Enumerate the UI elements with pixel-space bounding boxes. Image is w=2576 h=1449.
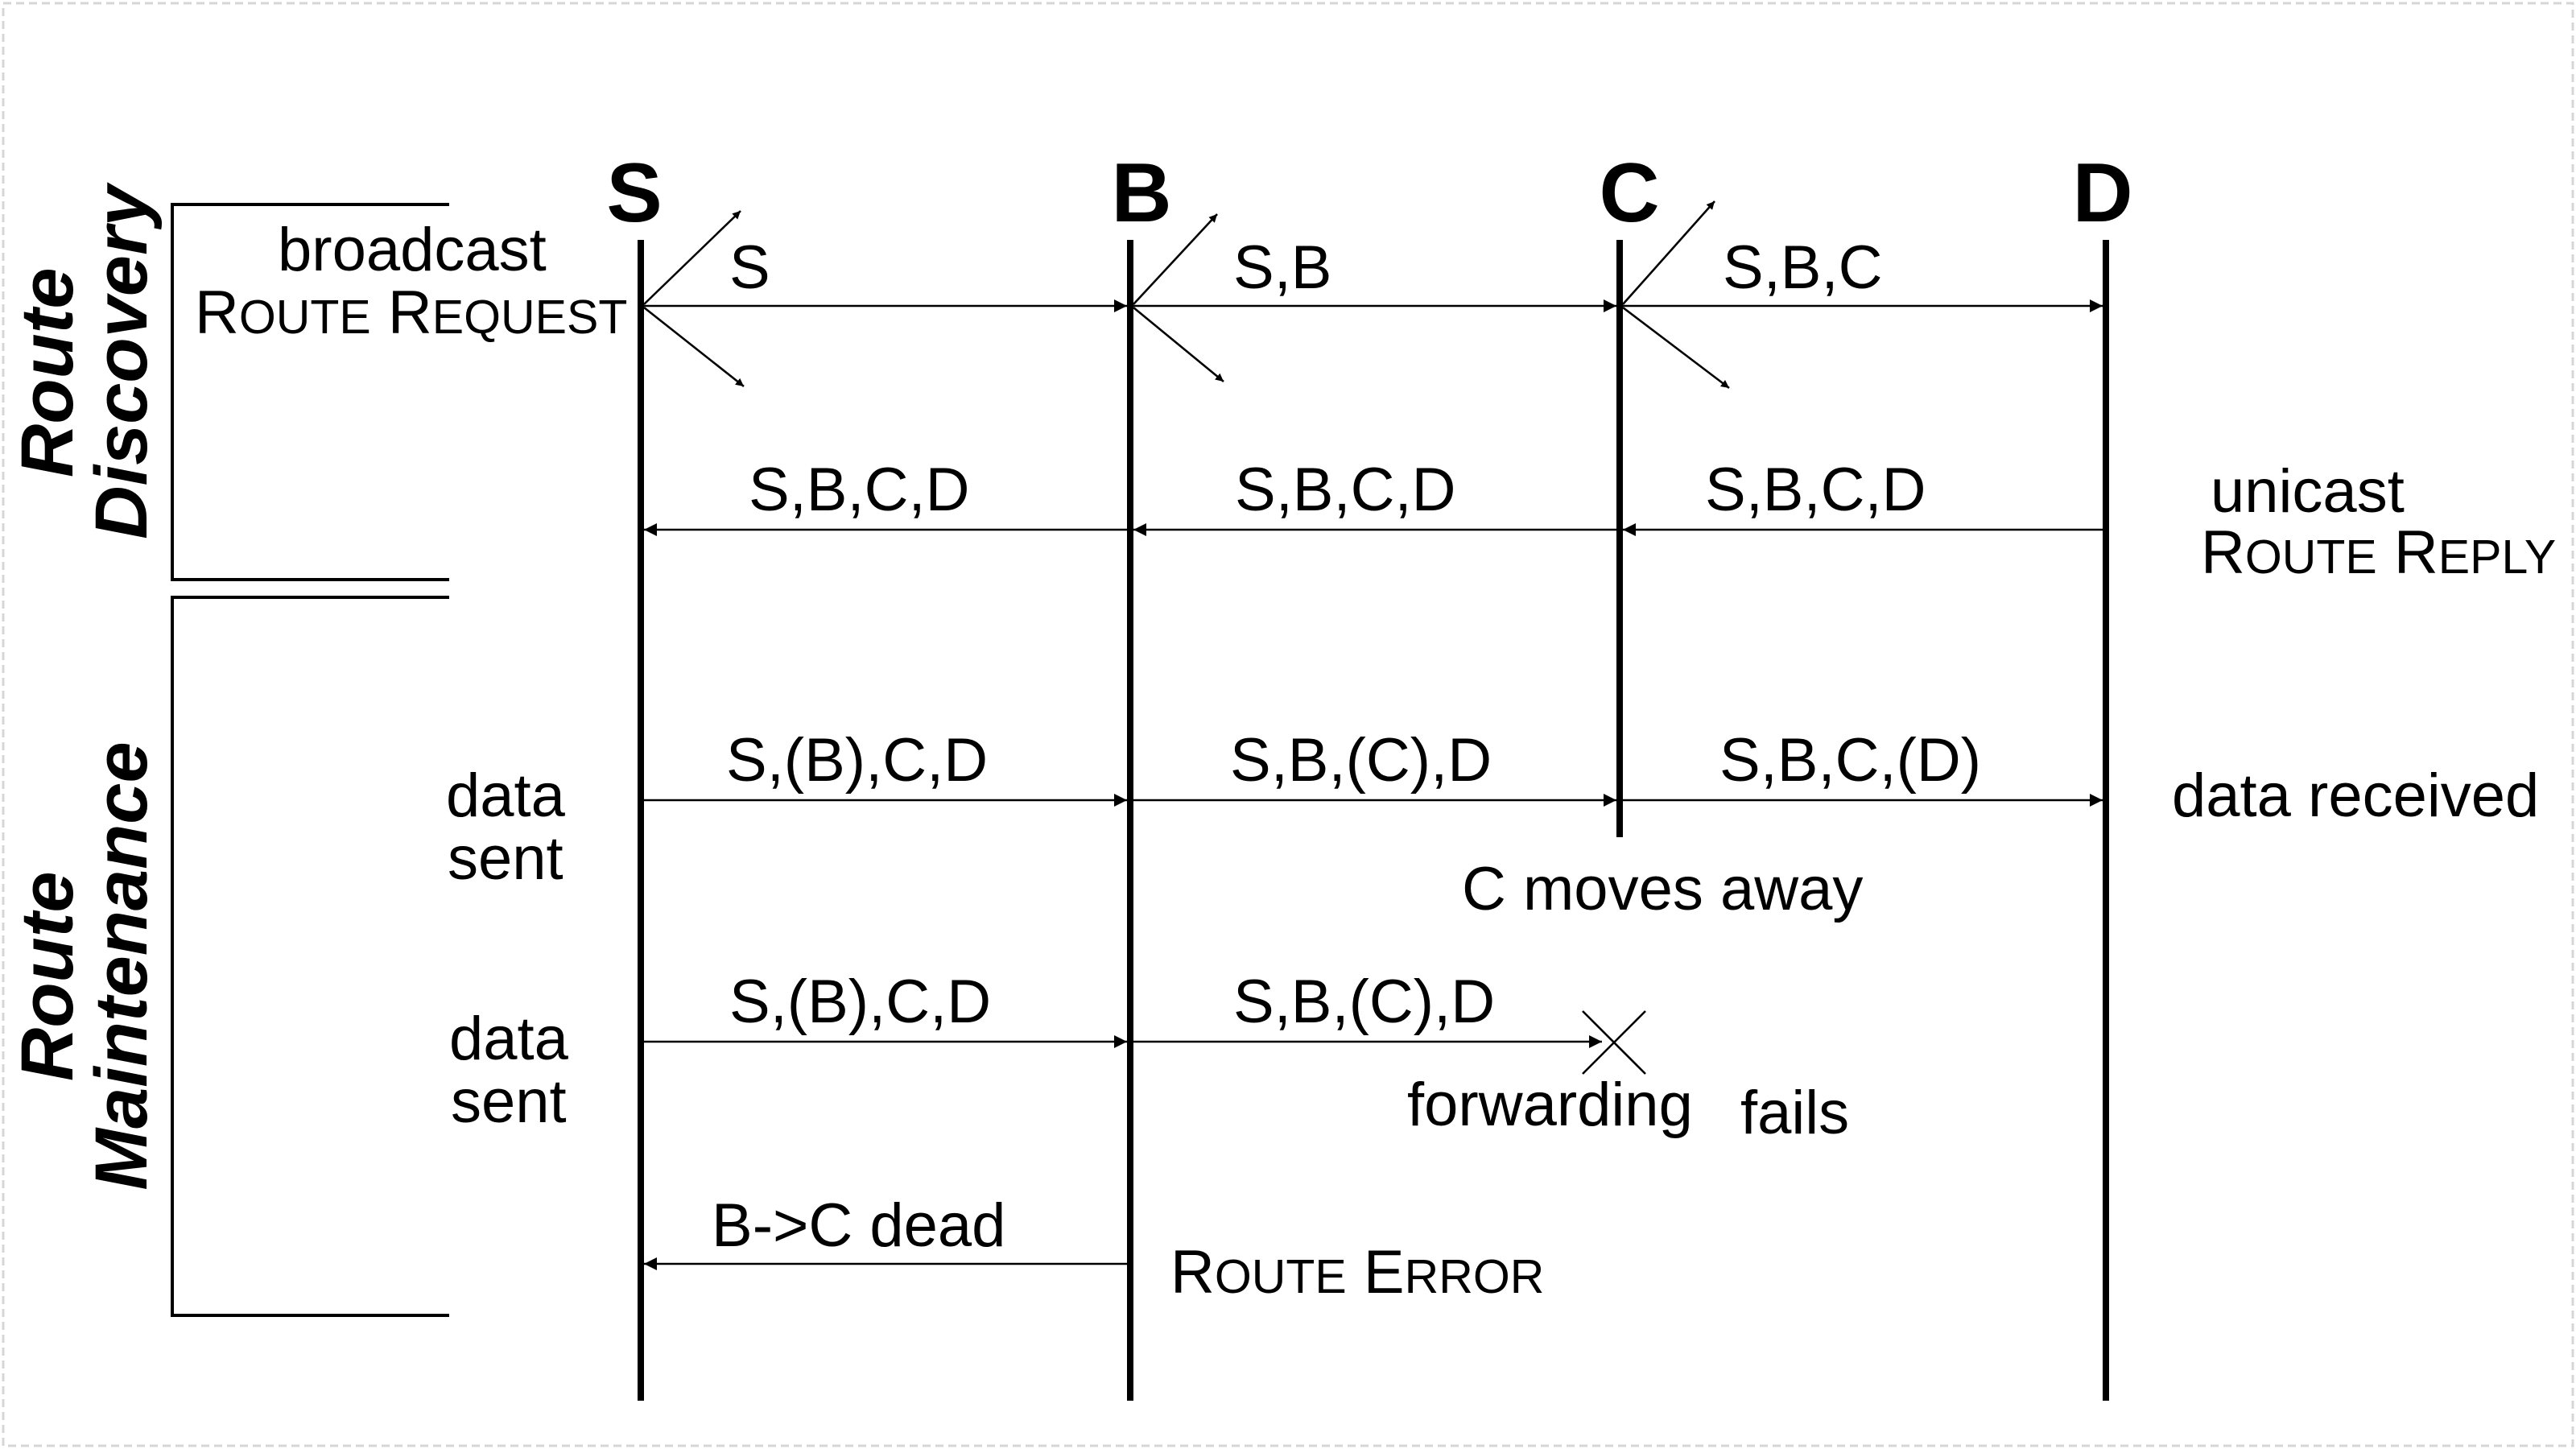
broadcast-arrow-b-down: [1133, 306, 1224, 383]
forwarding-label: forwarding: [1407, 1071, 1693, 1139]
node-d-label: D: [2072, 147, 2132, 240]
request-hop-3: S,B,C: [1723, 233, 1883, 302]
data2-hop-2: S,B,(C),D: [1233, 968, 1495, 1036]
reply-hop-3: S,B,C,D: [1705, 456, 1926, 524]
maintenance-bracket: [171, 596, 449, 1317]
reply-hop-2: S,B,C,D: [1235, 456, 1456, 524]
route-error-label: ROUTE ERROR: [1170, 1238, 1544, 1307]
reply-hop-1: S,B,C,D: [749, 456, 970, 524]
request-hop-2: S,B: [1233, 233, 1332, 302]
error-hop: B->C dead: [712, 1191, 1005, 1260]
discovery-phase-label: Route Discovery: [6, 182, 163, 539]
broadcast-arrow-s-up: [643, 210, 741, 305]
discovery-bracket: [171, 203, 449, 581]
reply-label-line2: ROUTE REPLY: [2201, 518, 2556, 587]
failure-x-icon: [1582, 1010, 1646, 1075]
broadcast-arrow-c-down: [1622, 306, 1730, 390]
reply-label-line1: unicast: [2211, 457, 2405, 526]
data2-sent-label-line1: data: [449, 1005, 569, 1073]
broadcast-arrow-c-up: [1622, 200, 1715, 305]
data2-hop-1: S,(B),C,D: [729, 968, 991, 1036]
c-moves-away-note: C moves away: [1462, 855, 1863, 923]
data-hop-2: S,B,(C),D: [1230, 726, 1492, 795]
request-label-line2: ROUTE REQUEST: [195, 279, 627, 347]
data2-sent-label-line2: sent: [451, 1067, 567, 1136]
data-hop-1: S,(B),C,D: [726, 726, 988, 795]
fails-label: fails: [1740, 1079, 1849, 1147]
data-sent-label-line1: data: [446, 762, 566, 830]
node-b-label: B: [1111, 147, 1171, 240]
broadcast-arrow-b-up: [1133, 213, 1218, 305]
node-s-label: S: [606, 147, 662, 240]
data-received-label: data received: [2172, 762, 2539, 830]
node-c-label: C: [1599, 147, 1659, 240]
request-label-line1: broadcast: [278, 216, 547, 284]
maintenance-phase-label: Route Maintenance: [6, 741, 163, 1190]
request-hop-1: S: [729, 233, 770, 302]
data-sent-label-line2: sent: [448, 824, 564, 893]
broadcast-arrow-s-down: [643, 306, 745, 388]
data-hop-3: S,B,C,(D): [1719, 726, 1981, 795]
